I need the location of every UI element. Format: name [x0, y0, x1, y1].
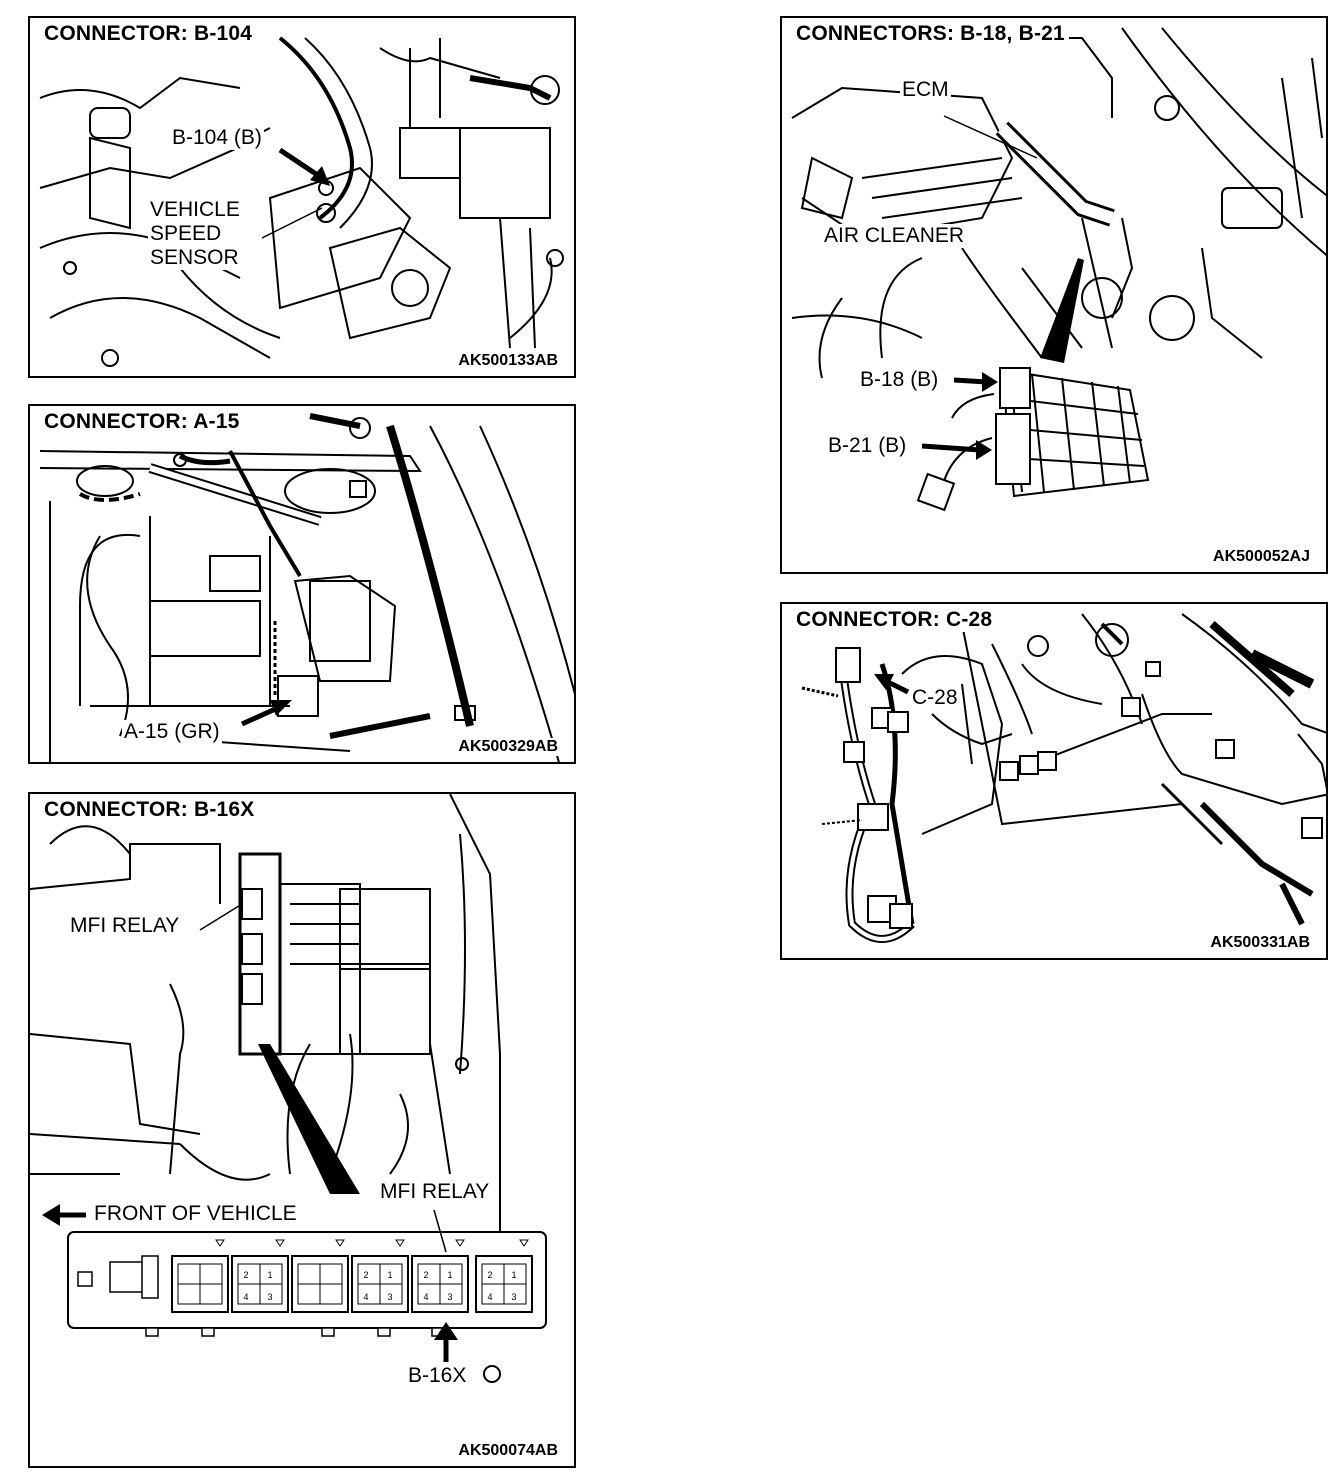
label-vehicle-speed-sensor: VEHICLE SPEED SENSOR: [148, 198, 262, 270]
panel-title: CONNECTOR: C-28: [792, 608, 997, 632]
mounting-tab: [377, 1327, 391, 1337]
panel-connectors-b18-b21: CONNECTORS: B-18, B-21 ECM AIR CLEANER B…: [780, 16, 1328, 574]
front-arrow-icon: [42, 1204, 86, 1226]
pointer-arrow-a15: [240, 700, 292, 727]
relay-box-detail: 2 1 4 3 2 1 4 3 2 1 4 3 2 1 4 3: [42, 1204, 547, 1362]
relay-callout-wedge: [199, 903, 360, 1194]
pin-number: 1: [387, 1270, 392, 1280]
label-c28-connector: C-28: [910, 686, 960, 710]
label-a15-connector: A-15 (GR): [122, 720, 222, 744]
label-mfi-relay-top: MFI RELAY: [68, 914, 182, 938]
relay-socket: 2 1 4 3: [351, 1239, 409, 1313]
triangle-marker-icon: [275, 1239, 285, 1247]
relay-socket: 2 1 4 3: [411, 1239, 469, 1313]
pin-number: 2: [243, 1270, 248, 1280]
label-b16x-connector: B-16X: [406, 1364, 469, 1388]
pin-number: 1: [267, 1270, 272, 1280]
mounting-tab: [321, 1327, 335, 1337]
label-air-cleaner: AIR CLEANER: [822, 224, 967, 248]
pin-number: 3: [447, 1292, 452, 1302]
relay-socket: [171, 1239, 229, 1313]
label-b104-connector: B-104 (B): [170, 126, 264, 150]
pin-number: 2: [487, 1270, 492, 1280]
relay-socket: 2 1 4 3: [231, 1239, 289, 1313]
pin-number: 3: [267, 1292, 272, 1302]
ecm-unit: [916, 115, 1150, 512]
panel-title: CONNECTORS: B-18, B-21: [792, 22, 1069, 46]
figure-code: AK500052AJ: [1211, 548, 1312, 566]
panel-connector-b104: CONNECTOR: B-104 B-104 (B) VEHICLE SPEED…: [28, 16, 576, 378]
label-front-of-vehicle: FRONT OF VEHICLE: [94, 1202, 297, 1225]
pin-number: 4: [423, 1292, 428, 1302]
triangle-marker-icon: [519, 1239, 529, 1247]
engine-illustration-b18-b21: [791, 27, 1326, 379]
pointer-arrows-b18-b21: [921, 372, 998, 460]
panel-title: CONNECTOR: B-104: [40, 22, 257, 46]
engine-illustration-a15: [39, 413, 574, 762]
pin-number: 2: [363, 1270, 368, 1280]
pin-number: 4: [363, 1292, 368, 1302]
label-b18-connector: B-18 (B): [858, 368, 941, 392]
figure-code: AK500074AB: [456, 1442, 560, 1460]
pin-number: 3: [387, 1292, 392, 1302]
triangle-marker-icon: [395, 1239, 405, 1247]
mounting-tab: [145, 1327, 159, 1337]
label-ecm: ECM: [900, 78, 951, 102]
figure-code: AK500331AB: [1208, 934, 1312, 952]
relay-socket: [291, 1239, 349, 1313]
label-b21-connector: B-21 (B): [826, 434, 909, 458]
mounting-tab: [201, 1327, 215, 1337]
pin-number: 4: [243, 1292, 248, 1302]
figure-code: AK500329AB: [456, 738, 560, 756]
pin-number: 1: [511, 1270, 516, 1280]
triangle-marker-icon: [215, 1239, 225, 1247]
label-mfi-relay-detail: MFI RELAY: [378, 1180, 492, 1204]
triangle-marker-icon: [455, 1239, 465, 1247]
pin-number: 4: [487, 1292, 492, 1302]
panel-title: CONNECTOR: A-15: [40, 410, 244, 434]
pin-number: 1: [447, 1270, 452, 1280]
pointer-arrow-c28: [874, 674, 910, 695]
pointer-arrow-b104: [257, 147, 330, 241]
panel-connector-c28: CONNECTOR: C-28 C-28 AK500331AB: [780, 602, 1328, 960]
dash-illustration-c28: [801, 613, 1326, 943]
engine-illustration-b104: [39, 36, 564, 367]
pin-number: 2: [423, 1270, 428, 1280]
triangle-marker-icon: [335, 1239, 345, 1247]
panel-title: CONNECTOR: B-16X: [40, 798, 259, 822]
b16x-pointer-arrow-icon: [434, 1322, 458, 1362]
panel-connector-a15: CONNECTOR: A-15 A-15 (GR) AK500329AB: [28, 404, 576, 764]
panel-connector-b16x: 2 1 4 3 2 1 4 3 2 1 4 3 2 1 4 3 CONNECTOR: B-16X MFI RE…: [28, 792, 576, 1468]
figure-code: AK500133AB: [456, 352, 560, 370]
relay-socket: 2 1 4 3: [475, 1239, 533, 1313]
pin-number: 3: [511, 1292, 516, 1302]
